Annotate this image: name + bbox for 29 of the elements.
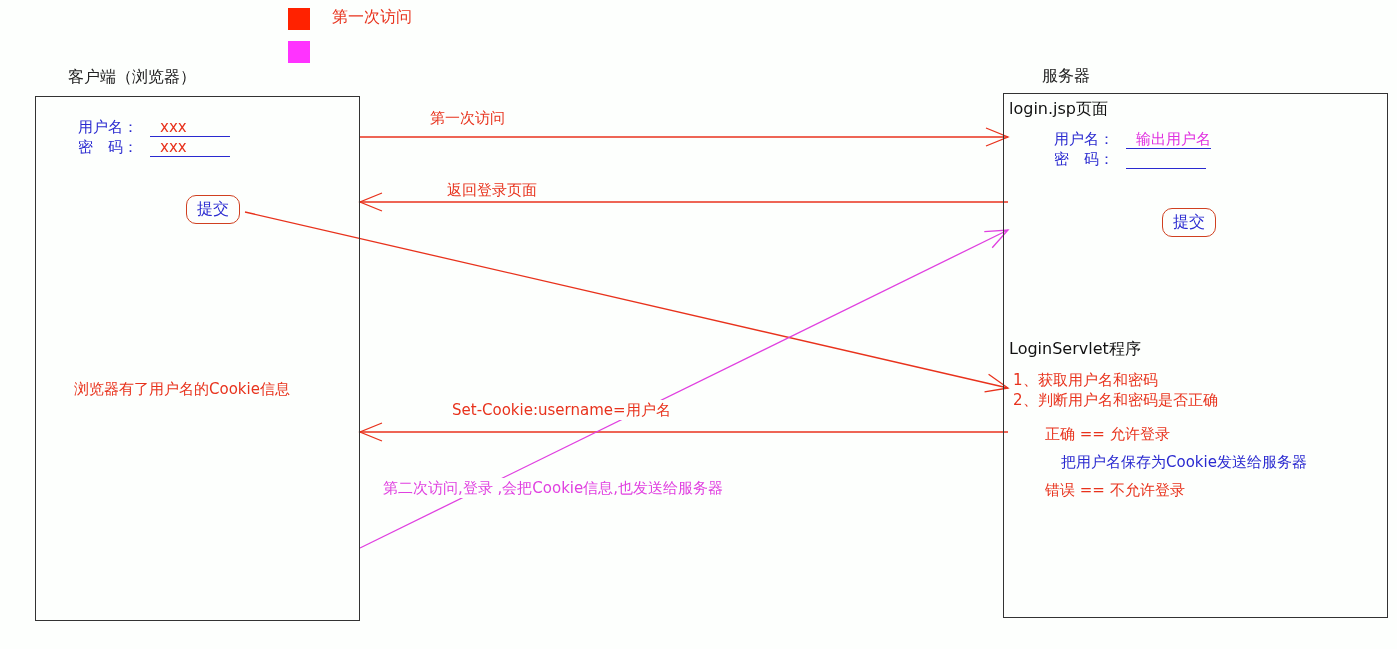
note-text: 浏览器有了用户名的Cookie信息 — [74, 379, 291, 399]
field-label: 密 码： — [1054, 150, 1115, 169]
action-text: 把用户名保存为Cookie发送给服务器 — [1060, 452, 1308, 472]
legend-label: 第一次访问 — [332, 7, 412, 28]
field-label: 密 码： — [78, 138, 139, 157]
edge-label: 第二次访问,登录 ,会把Cookie信息,也发送给服务器 — [383, 478, 723, 498]
result-text: 正确 == 允许登录 — [1044, 424, 1171, 444]
step-text: 2、判断用户名和密码是否正确 — [1012, 390, 1219, 410]
field-label: 用户名： — [78, 118, 139, 137]
edge-label: Set-Cookie:username=用户名 — [452, 400, 671, 420]
input-field: xxx — [150, 118, 230, 137]
input-field: xxx — [150, 138, 230, 157]
edge-label: 返回登录页面 — [447, 180, 537, 200]
step-text: 1、获取用户名和密码 — [1012, 370, 1159, 390]
arrow — [359, 192, 1009, 212]
input-field: 输出用户名 — [1126, 130, 1211, 149]
arrow — [359, 127, 1009, 147]
arrow — [244, 211, 1009, 393]
field-label: 用户名： — [1054, 130, 1115, 149]
submit-button: 提交 — [1162, 208, 1216, 237]
panel-heading: 客户端（浏览器） — [68, 67, 196, 88]
section-title: LoginServlet程序 — [1009, 339, 1142, 360]
arrow — [359, 422, 1009, 442]
panel-heading: 服务器 — [1042, 66, 1090, 87]
result-text: 错误 == 不允许登录 — [1044, 480, 1186, 500]
submit-button: 提交 — [186, 195, 240, 224]
edge-label: 第一次访问 — [430, 108, 505, 128]
section-title: login.jsp页面 — [1009, 99, 1109, 120]
arrow — [359, 229, 1009, 549]
